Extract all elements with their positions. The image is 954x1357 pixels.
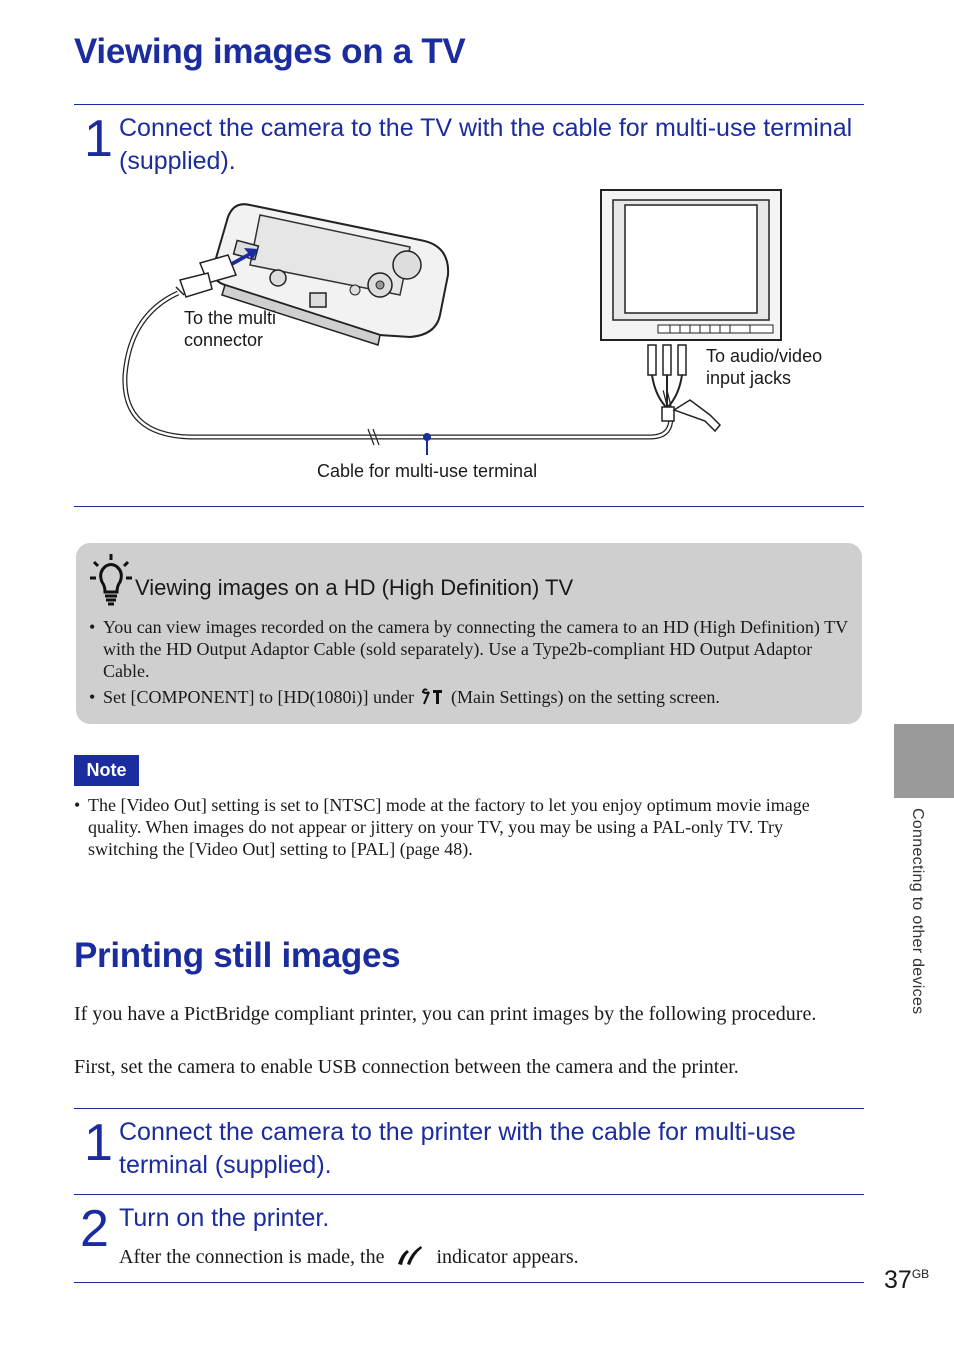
cable-label: Cable for multi-use terminal — [317, 461, 538, 481]
divider — [74, 1108, 864, 1109]
main-settings-icon — [422, 688, 443, 705]
step-text: Connect the camera to the printer with t… — [119, 1118, 796, 1179]
pictbridge-indicator-icon — [398, 1246, 423, 1265]
hint-bullet-1: You can view images recorded on the came… — [103, 617, 848, 681]
step-number: 1 — [84, 1114, 113, 1172]
page-region: GB — [911, 1267, 930, 1281]
intro-paragraph-1: If you have a PictBridge compliant print… — [74, 1003, 817, 1025]
page-title-printing: Printing still images — [74, 936, 401, 975]
av-jacks-label: To audio/video input jacks — [706, 346, 823, 388]
bullet-marker: • — [89, 687, 96, 707]
lightbulb-icon — [90, 554, 132, 606]
note-badge: Note — [74, 755, 139, 786]
bullet-marker: • — [89, 617, 96, 637]
hint-bullet-2-before: Set [COMPONENT] to [HD(1080i)] under — [103, 687, 414, 707]
hint-bullet-2: Set [COMPONENT] to [HD(1080i)] under (Ma… — [103, 686, 863, 708]
multi-connector-plug — [175, 254, 238, 298]
note-bullet-1: The [Video Out] setting is set to [NTSC]… — [88, 795, 810, 859]
page-title-viewing-tv: Viewing images on a TV — [74, 32, 466, 71]
hint-bullet-2-after: (Main Settings) on the setting screen. — [450, 687, 720, 707]
camera-tv-connection-diagram — [122, 189, 782, 455]
step-text: Turn on the printer. — [119, 1204, 330, 1232]
step-detail-before: After the connection is made, the — [119, 1246, 385, 1268]
section-tab — [894, 724, 954, 798]
divider — [74, 1194, 864, 1195]
divider — [74, 1282, 864, 1283]
bullet-marker: • — [74, 795, 81, 815]
step-number: 2 — [80, 1200, 109, 1258]
page-number: 37GB — [884, 1266, 929, 1295]
hint-title: Viewing images on a HD (High Definition)… — [135, 575, 574, 600]
av-plugs — [647, 344, 722, 433]
section-label: Connecting to other devices — [909, 808, 926, 1015]
divider — [74, 506, 864, 507]
intro-paragraph-2: First, set the camera to enable USB conn… — [74, 1056, 739, 1078]
tv-illustration — [600, 189, 782, 341]
hint-box — [76, 543, 862, 724]
divider — [74, 104, 864, 105]
step-detail: After the connection is made, the indica… — [119, 1244, 579, 1270]
step-text: Connect the camera to the TV with the ca… — [119, 114, 853, 175]
page-number-value: 37 — [884, 1266, 912, 1294]
multi-connector-label: To the multi connector — [184, 308, 277, 350]
step-number: 1 — [84, 110, 113, 168]
step-detail-after: indicator appears. — [436, 1246, 579, 1268]
